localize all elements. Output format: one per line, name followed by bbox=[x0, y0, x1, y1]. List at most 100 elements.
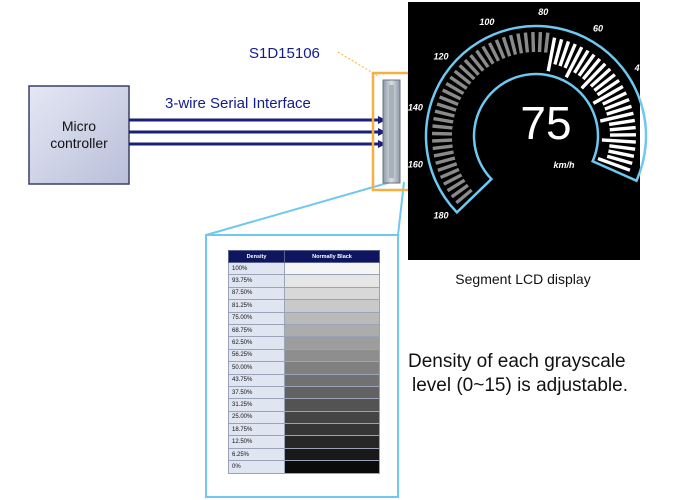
density-value: 62.50% bbox=[228, 336, 285, 350]
density-row: 75.00% bbox=[228, 311, 380, 325]
lcd-caption: Segment LCD display bbox=[455, 271, 590, 287]
gauge-segment bbox=[475, 49, 490, 69]
grayscale-swatch bbox=[284, 385, 380, 400]
density-row: 12.50% bbox=[228, 435, 380, 449]
density-value: 75.00% bbox=[228, 311, 285, 325]
density-row: 0% bbox=[228, 460, 380, 474]
gauge-segment bbox=[437, 162, 458, 172]
gauge-segment bbox=[508, 34, 518, 55]
grayscale-swatch bbox=[284, 435, 380, 449]
speed-readout: 75 bbox=[520, 97, 571, 149]
gauge-segment bbox=[608, 149, 635, 158]
scale-label: 20 bbox=[653, 117, 664, 127]
density-row: 25.00% bbox=[228, 410, 380, 425]
micro-controller-label-line1: Micro bbox=[62, 118, 96, 134]
caption-line1: Density of each grayscale bbox=[408, 351, 626, 372]
gauge-segment bbox=[432, 144, 453, 151]
micro-controller-box bbox=[28, 85, 130, 185]
density-value: 6.25% bbox=[228, 447, 285, 462]
gauge-segment bbox=[580, 62, 607, 90]
speed-unit: km/h bbox=[553, 160, 575, 170]
gauge-segment bbox=[531, 31, 536, 53]
chip-label: S1D15106 bbox=[249, 45, 320, 62]
density-table-header-row: Density Normally Black bbox=[228, 250, 380, 263]
density-value: 43.75% bbox=[228, 373, 285, 387]
gauge-segment bbox=[455, 188, 473, 205]
grayscale-swatch bbox=[284, 373, 380, 387]
grayscale-swatch bbox=[284, 274, 380, 288]
gauge-segment bbox=[604, 97, 630, 111]
micro-controller-label-line2: controller bbox=[50, 135, 108, 151]
density-value: 87.50% bbox=[228, 286, 285, 301]
gauge-segment bbox=[597, 156, 631, 172]
gauge-segment bbox=[563, 43, 577, 69]
scale-label: 60 bbox=[593, 24, 603, 34]
gauge-segment bbox=[434, 109, 455, 118]
gauge-segment bbox=[601, 138, 636, 144]
gauge-segment bbox=[450, 183, 469, 199]
gauge-segment bbox=[445, 81, 465, 96]
density-value: 37.50% bbox=[228, 385, 285, 400]
gauge-segment bbox=[558, 40, 571, 67]
gauge-segment bbox=[433, 116, 454, 124]
chip-center-strip bbox=[389, 85, 394, 178]
gauge-segment bbox=[458, 64, 476, 81]
gauge-segment bbox=[609, 125, 636, 132]
gauge-segment bbox=[439, 167, 460, 179]
gauge-segment bbox=[433, 150, 454, 158]
gauge-segment bbox=[494, 39, 506, 59]
grayscale-swatch bbox=[284, 261, 380, 276]
gauge-segment bbox=[577, 53, 596, 77]
gauge-segment bbox=[441, 88, 462, 101]
gauge-segment bbox=[537, 32, 543, 53]
gauge-segment bbox=[435, 156, 456, 165]
gauge-segment bbox=[593, 73, 616, 92]
gauge-segment bbox=[589, 67, 612, 88]
scale-label: 0 bbox=[650, 173, 655, 183]
gauge-segment bbox=[516, 33, 524, 54]
serial-interface-label: 3-wire Serial Interface bbox=[165, 95, 311, 112]
grayscale-swatch bbox=[284, 299, 380, 313]
grayscale-swatch bbox=[284, 423, 380, 437]
scale-label: 120 bbox=[433, 51, 448, 61]
gauge-segment bbox=[501, 36, 512, 57]
density-row: 68.75% bbox=[228, 323, 380, 338]
callout-line-left bbox=[205, 179, 399, 236]
density-value: 12.50% bbox=[228, 435, 285, 449]
gauge-segment bbox=[606, 104, 633, 116]
gauge-segment bbox=[453, 69, 472, 85]
gauge-segment bbox=[487, 42, 500, 62]
gauge-segment bbox=[606, 154, 633, 165]
gauge-outline bbox=[424, 24, 648, 215]
gauge-segment bbox=[446, 178, 466, 193]
gauge-segment bbox=[438, 95, 459, 107]
scale-label: 180 bbox=[433, 211, 448, 221]
density-row: 81.25% bbox=[228, 299, 380, 313]
density-row: 50.00% bbox=[228, 361, 380, 375]
density-row: 31.25% bbox=[228, 398, 380, 412]
scale-label: 100 bbox=[479, 17, 494, 27]
gauge-segment bbox=[599, 111, 634, 123]
gauge-segment bbox=[608, 118, 636, 127]
gauge-segment bbox=[432, 138, 453, 143]
gauge-segment bbox=[443, 173, 463, 186]
scale-label: 140 bbox=[408, 102, 423, 112]
gauge-segment bbox=[449, 75, 468, 90]
density-row: 93.75% bbox=[228, 274, 380, 288]
density-value: 18.75% bbox=[228, 423, 285, 437]
grayscale-swatch bbox=[284, 311, 380, 325]
grayscale-swatch bbox=[284, 447, 380, 462]
gauge-segment bbox=[543, 32, 550, 53]
scale-label: 40 bbox=[634, 63, 645, 73]
gauge-segment bbox=[463, 58, 480, 76]
density-header: Density bbox=[228, 250, 285, 263]
density-row: 56.25% bbox=[228, 348, 380, 363]
gauge-segment bbox=[469, 54, 485, 72]
gauge-segment bbox=[609, 144, 636, 151]
density-row: 37.50% bbox=[228, 385, 380, 400]
density-value: 56.25% bbox=[228, 348, 285, 363]
gauge-segment bbox=[602, 91, 627, 106]
grayscale-caption: Density of each grayscale level (0~15) i… bbox=[408, 350, 698, 398]
gauge-segment bbox=[523, 32, 530, 53]
gauge-segment bbox=[546, 37, 557, 72]
